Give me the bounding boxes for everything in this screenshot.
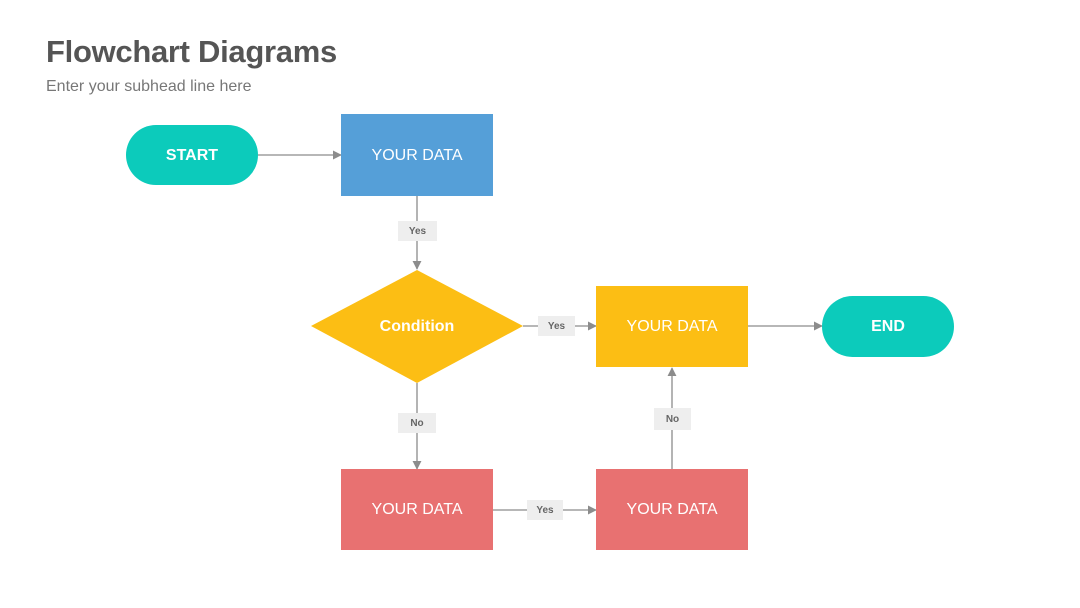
svg-text:Yes: Yes	[536, 505, 554, 516]
process-node-top: YOUR DATA	[341, 114, 493, 196]
svg-text:YOUR DATA: YOUR DATA	[372, 147, 463, 164]
decision-node: Condition	[311, 270, 523, 383]
svg-text:YOUR DATA: YOUR DATA	[372, 501, 463, 518]
end-node: END	[822, 296, 954, 357]
process-node-yes: YOUR DATA	[596, 286, 748, 367]
edge-label-condition-data3: No	[398, 413, 436, 433]
edge-label-condition-data2: Yes	[538, 316, 575, 336]
start-node: START	[126, 125, 258, 185]
process-node-no: YOUR DATA	[341, 469, 493, 550]
svg-text:No: No	[666, 414, 679, 425]
svg-text:Condition: Condition	[380, 318, 455, 335]
svg-text:YOUR DATA: YOUR DATA	[627, 318, 718, 335]
svg-text:YOUR DATA: YOUR DATA	[627, 501, 718, 518]
edge-label-data4-data2: No	[654, 408, 691, 430]
page-title: Flowchart Diagrams	[46, 34, 337, 69]
svg-text:START: START	[166, 147, 218, 164]
edge-label-data1-condition: Yes	[398, 221, 437, 241]
edge-label-data3-data4: Yes	[527, 500, 563, 520]
svg-text:Yes: Yes	[409, 226, 427, 237]
svg-text:END: END	[871, 318, 905, 335]
svg-text:Yes: Yes	[548, 321, 566, 332]
svg-text:No: No	[410, 418, 423, 429]
page-subtitle: Enter your subhead line here	[46, 78, 252, 95]
process-node-retry: YOUR DATA	[596, 469, 748, 550]
